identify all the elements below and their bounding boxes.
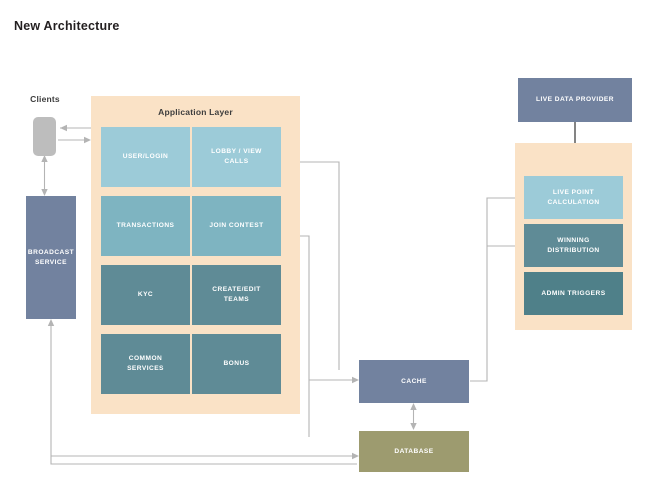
app-tile-lobby-view-calls-label-line2: CALLS [224,158,249,165]
live-tile-live-point-calculation-label-line2: CALCULATION [547,198,600,206]
app-tile-lobby-view-calls-label-line1: LOBBY / VIEW [211,148,262,156]
app-tile-join-contest-label: JOIN CONTEST [209,222,264,230]
connector-database-to-broadcast [47,319,357,465]
database-box[interactable]: DATABASE [359,431,469,472]
app-tile-transactions[interactable]: TRANSACTIONS [101,196,190,256]
cache-label: CACHE [401,377,427,385]
live-tile-winning-distribution[interactable]: WINNING DISTRIBUTION [524,224,623,267]
live-tile-live-point-calculation[interactable]: LIVE POINT CALCULATION [524,176,623,219]
connector-clients-broadcast [41,155,48,196]
live-tile-admin-triggers-label: ADMIN TRIGGERS [541,289,606,297]
application-layer-title: Application Layer [158,107,233,117]
connector-app-to-cache [309,376,359,384]
clients-label: Clients [30,94,60,104]
app-tile-bonus[interactable]: BONUS [192,334,281,394]
connector-cache-database [410,403,417,430]
connector-app-to-clients [60,124,91,132]
app-tile-common-services-label-line1: COMMON [128,355,163,363]
app-tile-kyc-label: KYC [137,291,154,299]
app-tile-create-edit-teams[interactable]: CREATE/EDIT TEAMS [192,265,281,325]
live-tile-winning-distribution-label-line2: DISTRIBUTION [547,246,600,254]
live-tile-live-point-calculation-label-line1: LIVE POINT [552,188,595,196]
app-tile-create-edit-teams-label-line2: TEAMS [223,296,250,303]
app-tile-common-services-label-line2: SERVICES [127,365,164,372]
live-data-provider-label: LIVE DATA PROVIDER [536,96,614,104]
app-tile-create-edit-teams-label-line1: CREATE/EDIT [212,286,261,294]
live-tile-admin-triggers[interactable]: ADMIN TRIGGERS [524,272,623,315]
database-label: DATABASE [394,447,434,455]
broadcast-service-box[interactable]: BROADCAST SERVICE [26,196,76,319]
broadcast-service-label-line2: SERVICE [35,258,67,266]
app-tile-join-contest[interactable]: JOIN CONTEST [192,196,281,256]
app-tile-transactions-label: TRANSACTIONS [116,222,175,230]
app-tile-user-login-label: USER/LOGIN [122,153,169,161]
app-tile-kyc[interactable]: KYC [101,265,190,325]
connector-clients-to-app [58,136,91,144]
live-tile-winning-distribution-label-line1: WINNING [557,236,590,244]
app-tile-bonus-label: BONUS [223,360,250,368]
app-tile-user-login[interactable]: USER/LOGIN [101,127,190,187]
app-tile-lobby-view-calls[interactable]: LOBBY / VIEW CALLS [192,127,281,187]
cache-box[interactable]: CACHE [359,360,469,403]
connector-app-to-database [51,452,359,460]
broadcast-service-label-line1: BROADCAST [27,248,75,256]
live-data-provider-box[interactable]: LIVE DATA PROVIDER [518,78,632,122]
app-tile-common-services[interactable]: COMMON SERVICES [101,334,190,394]
clients-box[interactable] [33,117,56,156]
page-title: New Architecture [14,19,120,33]
